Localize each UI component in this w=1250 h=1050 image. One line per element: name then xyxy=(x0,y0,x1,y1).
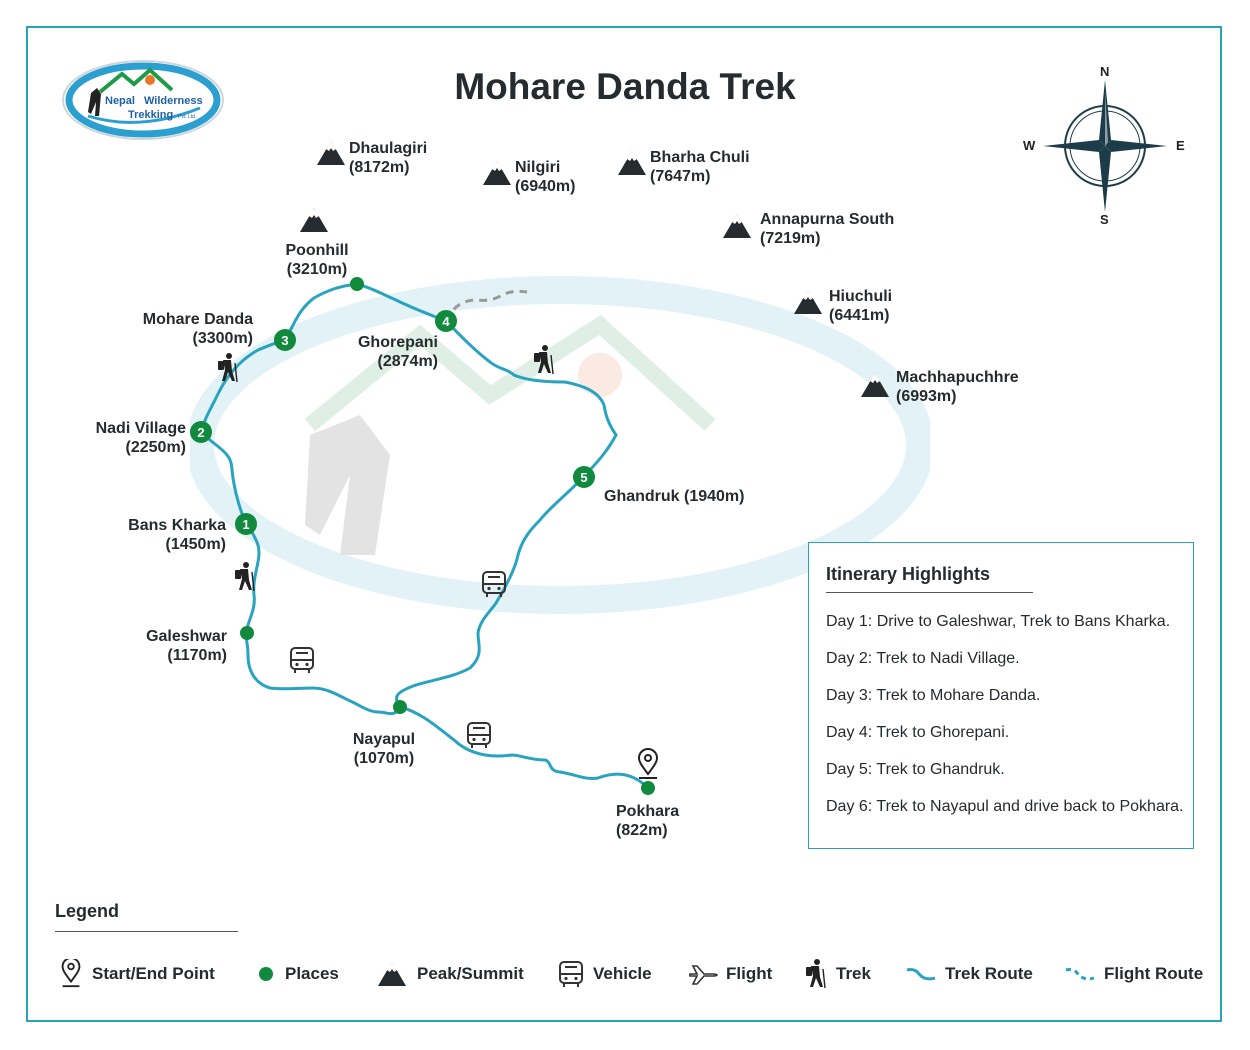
company-logo: Nepal Wilderness Trekking Pvt. Ltd. xyxy=(62,60,224,140)
itinerary-day: Day 3: Trek to Mohare Danda. xyxy=(826,687,1041,704)
peak-label-dhaulagiri: Dhaulagiri(8172m) xyxy=(349,140,428,176)
location-pin-icon xyxy=(61,959,81,988)
legend-item-start-end: Start/End Point xyxy=(58,958,215,990)
trek-route-icon xyxy=(906,968,936,981)
page-title: Mohare Danda Trek xyxy=(454,66,796,107)
legend-item-flight: Flight xyxy=(688,958,772,990)
hiker-icon xyxy=(533,344,554,375)
logo-text-wilderness: Wilderness xyxy=(144,95,203,107)
map-frame xyxy=(26,26,1222,1022)
peak-icon-dhaulagiri xyxy=(317,141,345,165)
location-pin-icon xyxy=(637,748,659,779)
peak-icon-machhapuchhre xyxy=(861,373,889,397)
itinerary-day: Day 1: Drive to Galeshwar, Trek to Bans … xyxy=(826,613,1171,630)
day-marker-4: 4 xyxy=(435,310,457,332)
legend-item-trek: Trek xyxy=(804,958,871,990)
peak-label-bharha-chuli: Bharha Chuli(7647m) xyxy=(650,149,750,185)
place-dot-pokhara xyxy=(641,781,655,795)
itinerary-divider xyxy=(826,592,1033,593)
place-dot-icon xyxy=(259,967,273,981)
compass-w: W xyxy=(1023,138,1036,153)
peak-label-machhapuchhre: Machhapuchhre(6993m) xyxy=(896,369,1019,405)
legend-item-trek-route: Trek Route xyxy=(905,958,1033,990)
svg-text:1: 1 xyxy=(242,517,249,532)
legend-item-peak: Peak/Summit xyxy=(377,958,524,990)
legend-item-flight-route: Flight Route xyxy=(1064,958,1203,990)
day-marker-3: 3 xyxy=(274,329,296,351)
itinerary-day: Day 4: Trek to Ghorepani. xyxy=(826,724,1010,741)
itinerary-list: Day 1: Drive to Galeshwar, Trek to Bans … xyxy=(826,610,1188,832)
itinerary-title: Itinerary Highlights xyxy=(826,564,991,584)
itinerary-panel: Itinerary Highlights Day 1: Drive to Gal… xyxy=(808,542,1194,849)
bus-icon xyxy=(467,722,491,749)
peak-icon-annapurna-south xyxy=(723,214,751,238)
compass-e: E xyxy=(1176,138,1185,153)
legend-title: Legend xyxy=(55,901,120,921)
day-marker-5: 5 xyxy=(573,466,595,488)
logo-text-pvt: Pvt. Ltd. xyxy=(178,114,196,120)
legend-item-places: Places xyxy=(255,958,339,990)
peak-icon-nilgiri xyxy=(483,161,511,185)
place-label-bans-kharka: Bans Kharka(1450m) xyxy=(128,517,226,553)
peak-label-annapurna-south: Annapurna South(7219m) xyxy=(760,211,895,247)
place-label-nadi-village: Nadi Village(2250m) xyxy=(95,420,186,456)
itinerary-day: Day 2: Trek to Nadi Village. xyxy=(826,650,1020,667)
hiker-icon xyxy=(234,561,255,592)
svg-text:3: 3 xyxy=(281,333,288,348)
hiker-icon xyxy=(806,959,826,989)
place-label-galeshwar: Galeshwar(1170m) xyxy=(146,628,227,664)
peak-label-hiuchuli: Hiuchuli(6441m) xyxy=(829,288,893,324)
logo-text-nepal: Nepal xyxy=(105,95,135,107)
place-label-nayapul: Nayapul(1070m) xyxy=(352,731,416,767)
day-marker-2: 2 xyxy=(190,421,212,443)
svg-text:2: 2 xyxy=(197,425,204,440)
compass-icon xyxy=(1043,80,1167,212)
peak-label-poonhill: Poonhill(3210m) xyxy=(285,242,349,278)
place-label-pokhara: Pokhara(822m) xyxy=(616,803,680,839)
bus-icon xyxy=(559,961,583,987)
side-trail xyxy=(444,289,528,322)
legend-divider xyxy=(55,931,238,932)
itinerary-day: Day 6: Trek to Nayapul and drive back to… xyxy=(826,798,1184,815)
compass-rose: N E S W xyxy=(1015,60,1195,230)
place-dot-poonhill xyxy=(350,277,364,291)
peak-icon-poonhill xyxy=(300,208,328,232)
day-marker-1: 1 xyxy=(235,513,257,535)
peak-label-nilgiri: Nilgiri(6940m) xyxy=(515,159,576,195)
place-label-ghandruk: Ghandruk (1940m) xyxy=(604,488,745,505)
compass-n: N xyxy=(1100,64,1110,79)
place-label-ghorepani: Ghorepani(2874m) xyxy=(357,334,438,370)
svg-text:4: 4 xyxy=(442,314,450,329)
bus-icon xyxy=(290,647,314,674)
compass-s: S xyxy=(1100,212,1109,227)
place-dot-nayapul xyxy=(393,700,407,714)
svg-text:5: 5 xyxy=(580,470,587,485)
bus-icon xyxy=(482,571,506,598)
peak-icon-hiuchuli xyxy=(794,290,822,314)
plane-icon xyxy=(689,965,718,985)
peak-icon-bharha-chuli xyxy=(618,151,646,175)
flight-route-icon xyxy=(1065,968,1095,981)
legend-item-vehicle: Vehicle xyxy=(557,958,652,990)
itinerary-day: Day 5: Trek to Ghandruk. xyxy=(826,761,1005,778)
mountain-icon xyxy=(378,962,406,986)
place-dot-galeshwar xyxy=(240,626,254,640)
place-label-mohare-danda: Mohare Danda(3300m) xyxy=(142,311,253,347)
logo-text-trekking: Trekking xyxy=(128,109,173,121)
